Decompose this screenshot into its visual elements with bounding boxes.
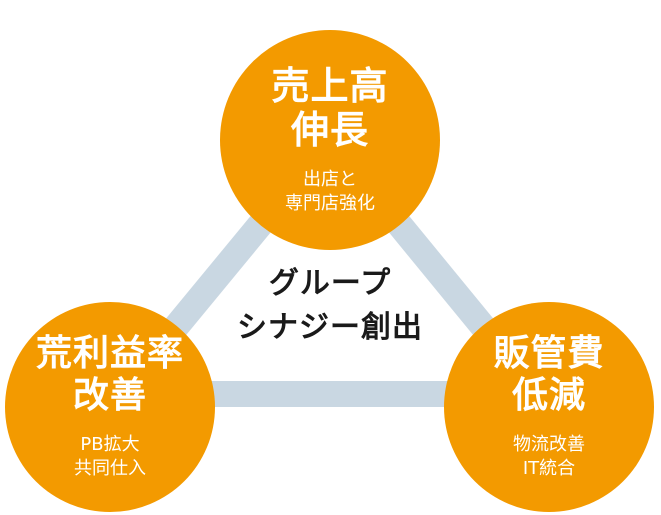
node-gross-margin-title-line2: 改善 (72, 375, 147, 416)
node-sga-reduction-title-line2: 低減 (511, 375, 586, 416)
node-sales-growth-title-line1: 売上高 (271, 64, 389, 108)
node-sga-reduction-title-line1: 販管費 (493, 333, 605, 374)
node-sales-growth-title-line2: 伸長 (290, 108, 369, 152)
node-sga-reduction-title: 販管費 低減 (493, 333, 604, 417)
node-sales-growth: 売上高 伸長 出店と 専門店強化 (220, 30, 440, 250)
node-gross-margin: 荒利益率 改善 PB拡大 共同仕入 (5, 302, 215, 512)
node-sga-reduction-desc-line1: 物流改善 (513, 434, 585, 455)
node-sales-growth-desc-line1: 出店と (303, 169, 357, 190)
node-sga-reduction: 販管費 低減 物流改善 IT統合 (444, 302, 654, 512)
node-gross-margin-desc-line2: 共同仕入 (74, 458, 146, 479)
node-gross-margin-desc-line1: PB拡大 (80, 434, 140, 455)
center-label-line1: グループ (268, 266, 392, 301)
node-sga-reduction-desc-line2: IT統合 (522, 458, 576, 479)
node-sales-growth-title: 売上高 伸長 (271, 64, 388, 152)
node-sales-growth-desc-line2: 専門店強化 (285, 193, 375, 214)
node-gross-margin-title-line1: 荒利益率 (35, 333, 184, 374)
center-label: グループ シナジー創出 (205, 262, 455, 350)
node-gross-margin-desc: PB拡大 共同仕入 (74, 433, 146, 481)
center-label-line2: シナジー創出 (237, 310, 423, 345)
node-sales-growth-desc: 出店と 専門店強化 (285, 168, 375, 216)
node-sga-reduction-desc: 物流改善 IT統合 (513, 433, 585, 481)
node-gross-margin-title: 荒利益率 改善 (36, 333, 184, 417)
